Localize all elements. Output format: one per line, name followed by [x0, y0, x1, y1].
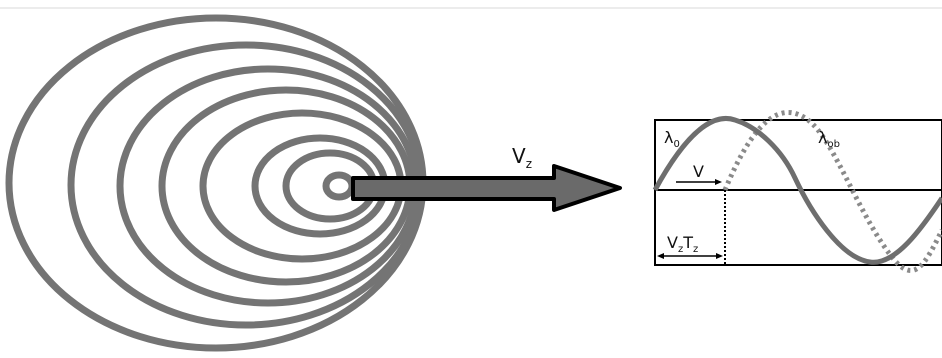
panel-frame	[654, 119, 942, 266]
lambda-source-label: λ0	[664, 128, 680, 150]
source-wave	[652, 116, 942, 265]
velocity-z-label: Vz	[512, 144, 532, 171]
lambda-observed-label: λob	[818, 128, 840, 150]
velocity-label: V	[693, 162, 704, 181]
wave-panel: λ0 λob V VzTz	[652, 109, 942, 273]
source-ring	[322, 171, 356, 201]
distance-label: VzTz	[667, 233, 698, 255]
motion-arrow	[351, 164, 622, 212]
offset-double-arrow	[657, 253, 723, 259]
velocity-arrow	[676, 179, 722, 185]
observed-wave	[722, 109, 942, 273]
